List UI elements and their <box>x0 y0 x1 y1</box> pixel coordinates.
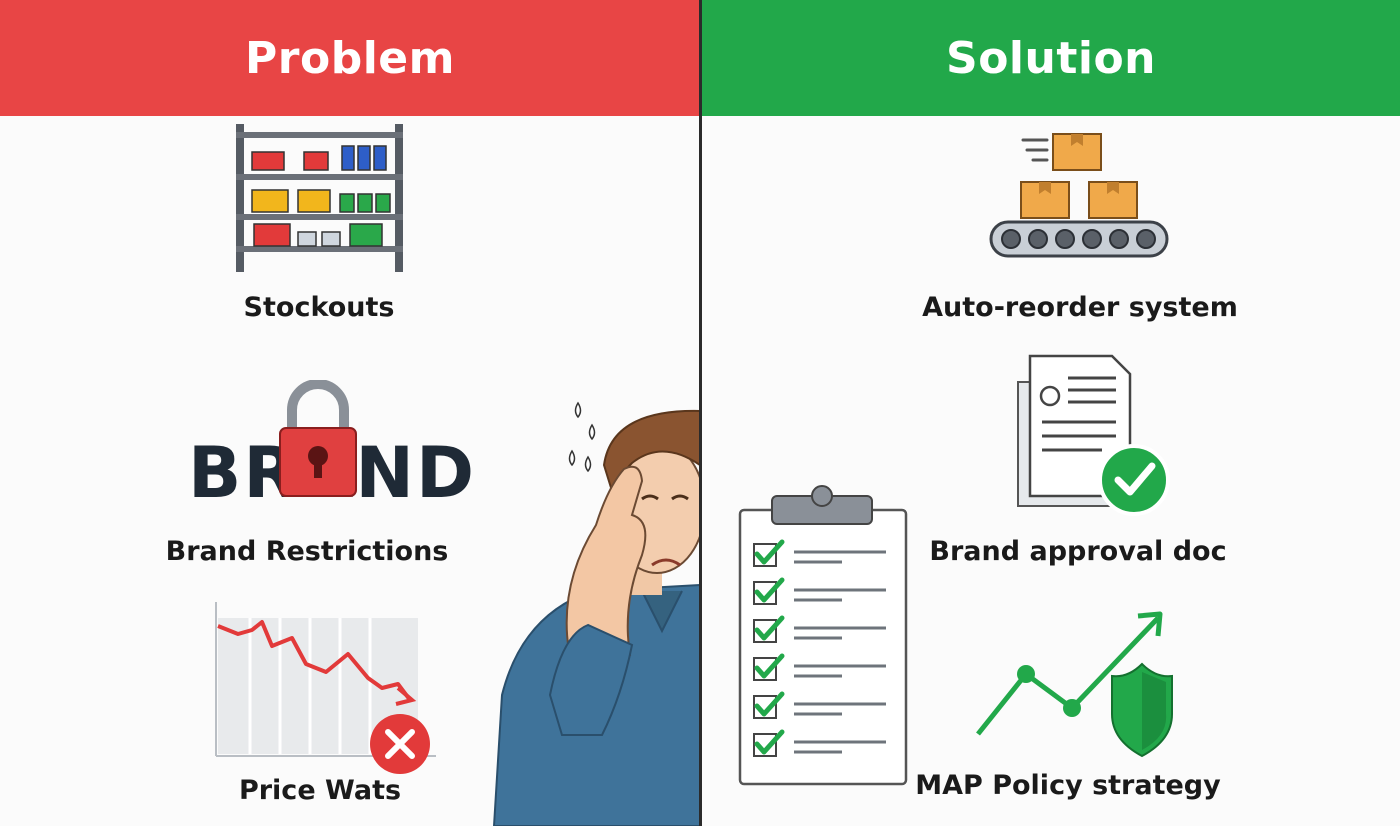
approved-document-icon <box>1017 354 1170 516</box>
brand-approval-label: Brand approval doc <box>929 536 1227 567</box>
empty-shelf-icon <box>236 124 403 272</box>
problem-header: Problem <box>0 0 700 116</box>
solution-title: Solution <box>946 32 1156 84</box>
problem-panel: Problem Stockouts BRAND Brand R <box>0 0 700 826</box>
stressed-man-illustration <box>492 401 700 826</box>
brand-lock-icon: BRAND <box>188 380 474 514</box>
brand-restrictions-label: Brand Restrictions <box>165 536 449 567</box>
padlock-icon <box>279 380 357 497</box>
stockouts-label: Stockouts <box>243 292 395 323</box>
map-policy-label: MAP Policy strategy <box>915 770 1221 801</box>
sweat-drops-icon <box>568 401 596 473</box>
price-wars-label: Price Wats <box>238 775 402 806</box>
falling-price-chart-icon <box>215 602 436 774</box>
solution-header: Solution <box>702 0 1400 116</box>
solution-panel: Solution Auto-reorder system Brand appro… <box>702 0 1400 826</box>
growth-shield-icon <box>976 611 1173 758</box>
checklist-clipboard-icon <box>738 485 908 786</box>
problem-title: Problem <box>245 32 455 84</box>
auto-reorder-label: Auto-reorder system <box>922 292 1238 323</box>
conveyor-boxes-icon <box>989 133 1169 258</box>
panel-divider <box>699 0 702 826</box>
